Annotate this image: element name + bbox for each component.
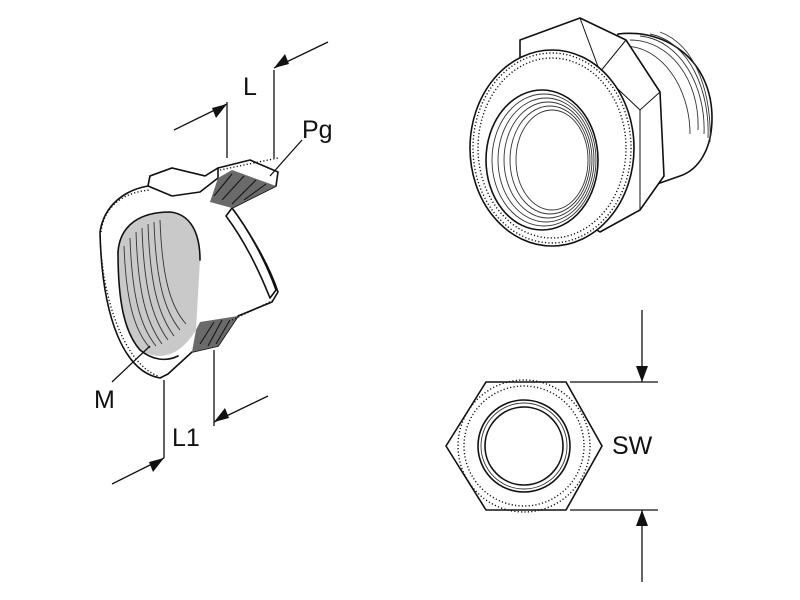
length-label: L bbox=[243, 73, 257, 101]
external-thread-lines bbox=[623, 31, 711, 143]
isometric-view bbox=[469, 17, 713, 247]
dimension-l1 bbox=[111, 350, 269, 485]
m-leader-line bbox=[111, 345, 151, 383]
dimension-sw bbox=[570, 310, 658, 582]
pg-thread-label: Pg bbox=[302, 116, 333, 144]
bore-thread-lines bbox=[491, 93, 597, 227]
front-view bbox=[445, 379, 603, 513]
section-hatch bbox=[192, 170, 276, 352]
internal-thread-lines bbox=[123, 219, 187, 349]
spanner-width-label: SW bbox=[612, 432, 653, 460]
length-1-label: L1 bbox=[172, 424, 200, 452]
dimension-l bbox=[173, 41, 329, 158]
metric-thread-label: M bbox=[94, 386, 115, 414]
pg-leader-line bbox=[269, 139, 303, 177]
sectional-view bbox=[99, 157, 279, 379]
